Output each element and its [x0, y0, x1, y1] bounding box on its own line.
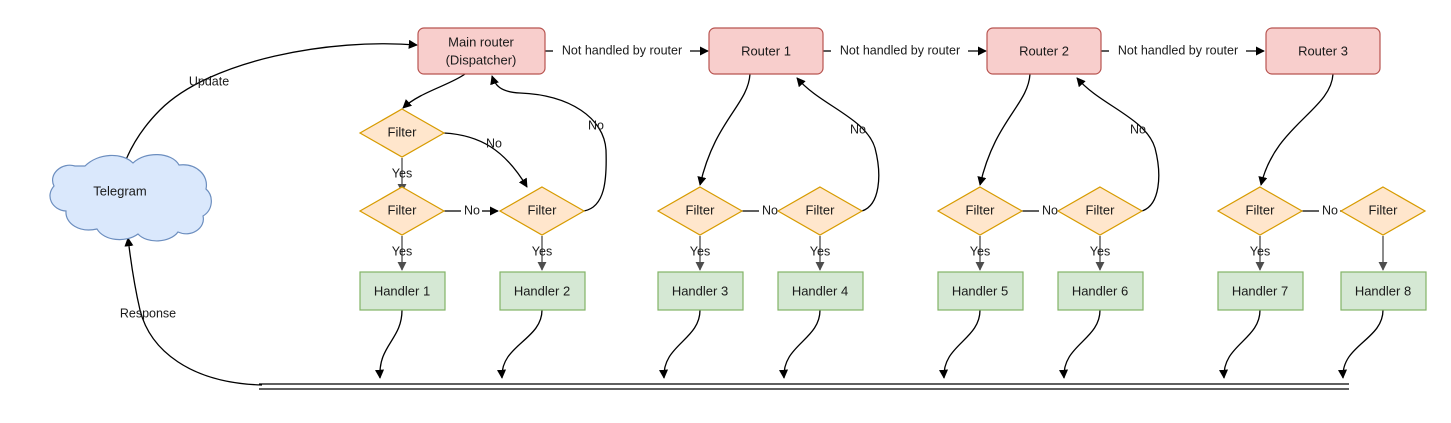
- filter-b-label: Filter: [388, 202, 418, 217]
- edge-label-yes-filter-f: Yes: [970, 244, 990, 258]
- handler-6-label: Handler 6: [1072, 283, 1128, 298]
- node-filter-d[interactable]: Filter: [656, 186, 744, 236]
- edge-label-no-filter-e: No: [850, 122, 866, 136]
- edge-label-yes-filter-c: Yes: [532, 244, 552, 258]
- edge-router3-to-filter-h: [1258, 73, 1334, 186]
- edge-handler1-to-bus: [374, 309, 403, 379]
- edge-label-not-handled-3: Not handled by router: [1118, 43, 1238, 57]
- node-handler-6[interactable]: Handler 6: [1057, 271, 1144, 311]
- edge-router2-to-filter-f: [977, 73, 1031, 186]
- handler-2-label: Handler 2: [514, 283, 570, 298]
- filter-g-label: Filter: [1086, 202, 1116, 217]
- filter-e-label: Filter: [806, 202, 836, 217]
- filter-h-label: Filter: [1246, 202, 1276, 217]
- edge-handler7-to-bus: [1218, 309, 1261, 379]
- node-handler-3[interactable]: Handler 3: [657, 271, 744, 311]
- telegram-cloud-node: Telegram: [49, 154, 212, 242]
- filter-d-label: Filter: [686, 202, 716, 217]
- filter-i-label: Filter: [1369, 202, 1399, 217]
- node-filter-b[interactable]: Filter: [358, 186, 446, 236]
- main-router-label-line1: Main router: [448, 34, 514, 49]
- edge-label-no-filter-g: No: [1130, 122, 1146, 136]
- node-filter-h[interactable]: Filter: [1216, 186, 1304, 236]
- edge-response: [124, 237, 263, 386]
- edge-label-yes-filter-a: Yes: [392, 166, 412, 180]
- edge-filter-a-no: [443, 132, 528, 188]
- node-router-1[interactable]: Router 1: [708, 27, 824, 75]
- edge-label-not-handled-2: Not handled by router: [840, 43, 960, 57]
- router-3-label: Router 3: [1298, 43, 1348, 58]
- telegram-cloud-label: Telegram: [93, 183, 146, 198]
- edge-filter-c-no-return: [490, 75, 607, 212]
- node-handler-5[interactable]: Handler 5: [937, 271, 1024, 311]
- edge-label-no-filter-d: No: [762, 203, 778, 217]
- filter-f-label: Filter: [966, 202, 996, 217]
- edge-dispatcher-to-filter-a: [402, 73, 466, 109]
- handler-7-label: Handler 7: [1232, 283, 1288, 298]
- handler-4-label: Handler 4: [792, 283, 848, 298]
- edge-label-yes-filter-g: Yes: [1090, 244, 1110, 258]
- handler-3-label: Handler 3: [672, 283, 728, 298]
- router-1-label: Router 1: [741, 43, 791, 58]
- edge-label-no-filter-c: No: [588, 118, 604, 132]
- node-handler-2[interactable]: Handler 2: [499, 271, 586, 311]
- node-filter-c[interactable]: Filter: [498, 186, 586, 236]
- node-filter-a[interactable]: Filter: [358, 108, 446, 158]
- node-handler-4[interactable]: Handler 4: [777, 271, 864, 311]
- handler-8-label: Handler 8: [1355, 283, 1411, 298]
- edge-label-yes-filter-d: Yes: [690, 244, 710, 258]
- node-handler-7[interactable]: Handler 7: [1217, 271, 1304, 311]
- node-filter-g[interactable]: Filter: [1056, 186, 1144, 236]
- edge-label-yes-filter-h: Yes: [1250, 244, 1270, 258]
- edge-handler8-to-bus: [1337, 309, 1384, 379]
- edge-label-yes-filter-e: Yes: [810, 244, 830, 258]
- filter-a-label: Filter: [388, 124, 418, 139]
- node-handler-8[interactable]: Handler 8: [1340, 271, 1427, 311]
- edge-router1-to-filter-d: [697, 73, 751, 186]
- edge-label-update: Update: [189, 74, 229, 88]
- edge-handler5-to-bus: [938, 309, 981, 379]
- node-router-3[interactable]: Router 3: [1265, 27, 1381, 75]
- edge-handler4-to-bus: [778, 309, 821, 379]
- node-filter-i[interactable]: Filter: [1339, 186, 1427, 236]
- handler-5-label: Handler 5: [952, 283, 1008, 298]
- filter-c-label: Filter: [528, 202, 558, 217]
- edge-label-yes-filter-b: Yes: [392, 244, 412, 258]
- edge-label-not-handled-1: Not handled by router: [562, 43, 682, 57]
- edge-filter-e-no-return: [796, 77, 880, 212]
- node-router-2[interactable]: Router 2: [986, 27, 1102, 75]
- node-filter-f[interactable]: Filter: [936, 186, 1024, 236]
- edge-label-response: Response: [120, 306, 176, 320]
- edge-handler3-to-bus: [658, 309, 701, 379]
- edge-filter-g-no-return: [1076, 77, 1160, 212]
- router-2-label: Router 2: [1019, 43, 1069, 58]
- node-main-router-dispatcher[interactable]: Main router (Dispatcher): [417, 27, 546, 75]
- node-handler-1[interactable]: Handler 1: [359, 271, 446, 311]
- edge-label-no-filter-h: No: [1322, 203, 1338, 217]
- handler-1-label: Handler 1: [374, 283, 430, 298]
- edge-label-no-filter-a: No: [486, 136, 502, 150]
- edge-handler6-to-bus: [1058, 309, 1101, 379]
- main-router-label-line2: (Dispatcher): [446, 52, 517, 67]
- edge-label-no-filter-f: No: [1042, 203, 1058, 217]
- node-filter-e[interactable]: Filter: [776, 186, 864, 236]
- edge-label-no-filter-b: No: [464, 203, 480, 217]
- edge-handler2-to-bus: [496, 309, 543, 379]
